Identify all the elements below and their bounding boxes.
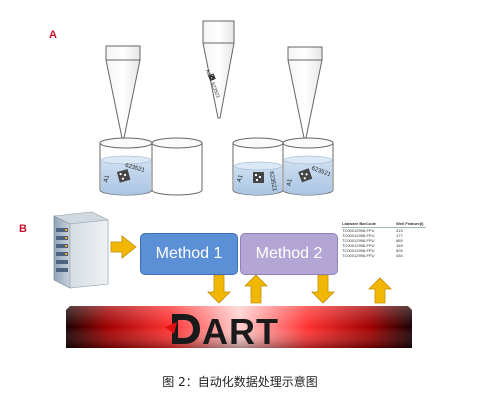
table-cell: 865 bbox=[396, 238, 403, 243]
arrow-down-icon bbox=[207, 274, 231, 304]
table-row: TC00012998-FPU 865 bbox=[342, 238, 426, 243]
table-row: TC00012998-FPU 415 bbox=[342, 228, 426, 233]
table-cell: TC00012998-FPU bbox=[342, 248, 375, 253]
panel-a-illustration: A1 623521 A1 623521 A1 bbox=[99, 20, 334, 196]
table-cell: 169 bbox=[396, 243, 403, 248]
tube-barcode-1: A1 623521 bbox=[103, 163, 146, 183]
tube1-number: 623521 bbox=[124, 163, 146, 174]
table-header-cell: Well Feature(I) bbox=[396, 221, 424, 226]
tube4-code: A1 bbox=[286, 178, 293, 187]
method-2-box: Method 2 bbox=[240, 233, 338, 275]
pipette-tip-right bbox=[287, 46, 323, 139]
results-table: Labware BarCode Well Feature(I) TC000129… bbox=[342, 221, 426, 273]
tip-number: 623521 bbox=[209, 81, 221, 99]
figure-caption: 图 2：自动化数据处理示意图 bbox=[162, 375, 318, 389]
arrow-right-icon bbox=[110, 235, 137, 259]
panel-label-b: B bbox=[19, 223, 27, 235]
arrow-up-icon bbox=[368, 277, 392, 304]
dart-logo-text: ART bbox=[202, 311, 279, 352]
arrow-down-icon bbox=[311, 274, 335, 304]
arrow-up-icon bbox=[244, 274, 268, 304]
tip-code: A1 bbox=[204, 68, 212, 76]
table-cell: TC00012998-FPU bbox=[342, 233, 375, 238]
method-1-box: Method 1 bbox=[140, 233, 238, 275]
server-icon bbox=[52, 211, 110, 289]
pipette-tip-left bbox=[105, 45, 141, 139]
table-row: TC00012998-FPU 509 bbox=[342, 248, 426, 253]
table-cell: 177 bbox=[396, 233, 403, 238]
tip-barcode-label: A1 623521 bbox=[204, 68, 221, 99]
table-cell: 434 bbox=[396, 253, 403, 258]
tube-left-2 bbox=[151, 137, 203, 196]
pipette-tip-center: A1 623521 bbox=[202, 20, 235, 119]
table-header-cell: Labware BarCode bbox=[342, 221, 377, 226]
table-cell: 415 bbox=[396, 228, 403, 233]
panel-label-a: A bbox=[49, 29, 57, 41]
table-cell: TC00012998-FPU bbox=[342, 238, 375, 243]
table-row: TC00012998-FPU 177 bbox=[342, 233, 426, 238]
table-row: TC00012998-FPU 169 bbox=[342, 243, 426, 248]
table-cell: 509 bbox=[396, 248, 403, 253]
table-cell: TC00012998-FPU bbox=[342, 243, 375, 248]
tube-barcode-3: A1 623521 bbox=[236, 171, 277, 192]
table-header: Labware BarCode Well Feature(I) bbox=[342, 221, 426, 228]
table-row: TC00012998-FPU 434 bbox=[342, 253, 426, 258]
panel-b-illustration: ART bbox=[52, 211, 412, 352]
table-cell: TC00012998-FPU bbox=[342, 253, 375, 258]
tube3-number: 623521 bbox=[268, 171, 278, 192]
dart-bar bbox=[66, 306, 412, 348]
tube1-code: A1 bbox=[103, 174, 111, 183]
table-cell: TC00012998-FPU bbox=[342, 228, 375, 233]
tube3-code: A1 bbox=[236, 174, 244, 184]
dart-logo: ART bbox=[165, 311, 279, 352]
